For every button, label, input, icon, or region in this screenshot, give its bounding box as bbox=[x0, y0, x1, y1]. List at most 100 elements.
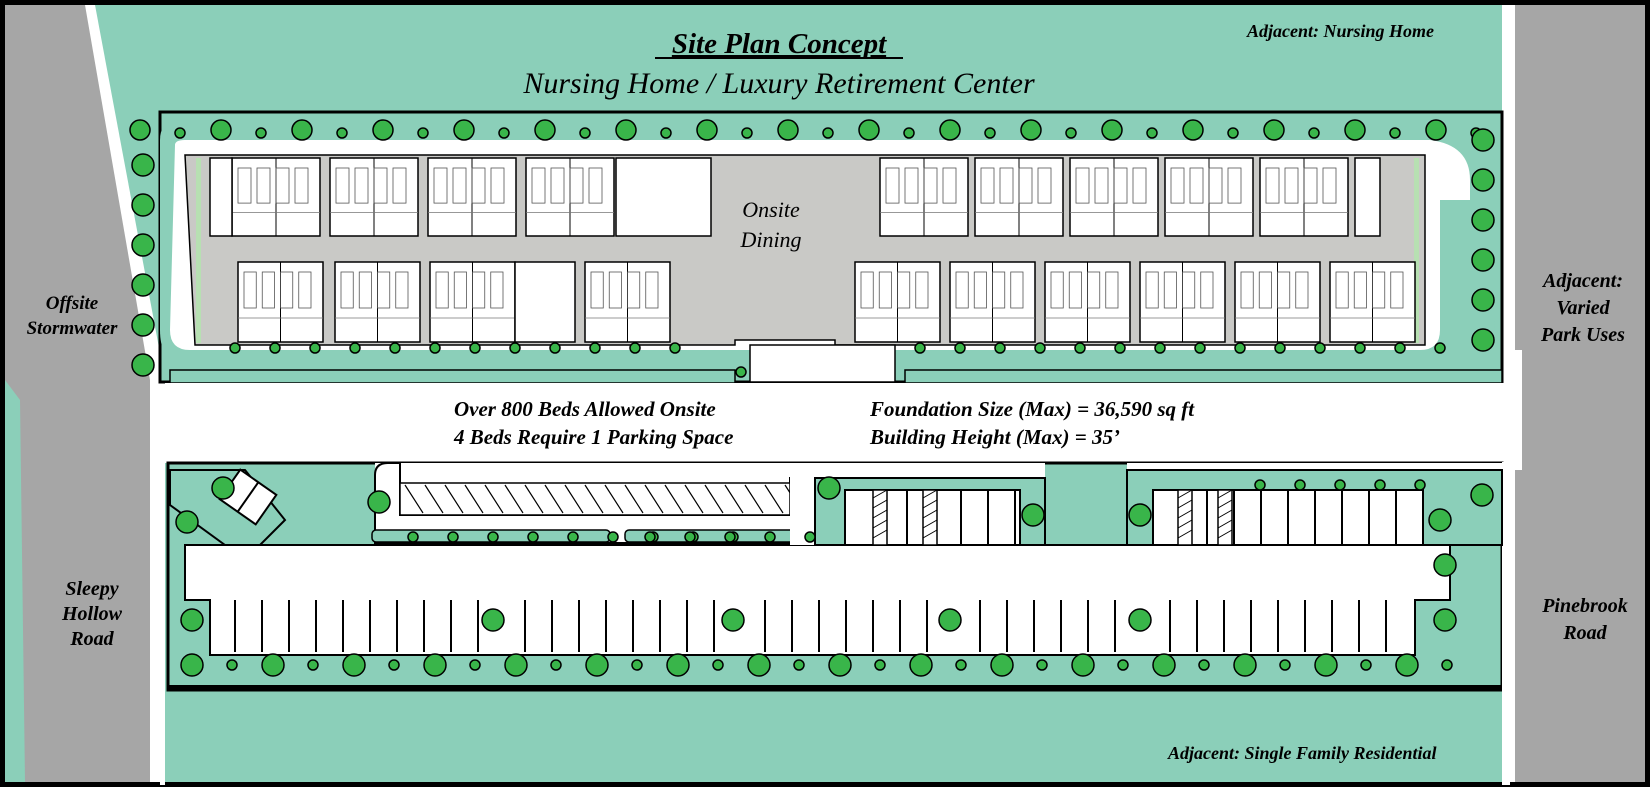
tree bbox=[1344, 119, 1366, 141]
tree bbox=[1128, 503, 1152, 527]
room-bed bbox=[354, 167, 369, 204]
tree bbox=[1414, 479, 1426, 491]
tree bbox=[180, 608, 204, 632]
room-bed bbox=[1258, 271, 1272, 309]
tree bbox=[1428, 508, 1452, 532]
tree bbox=[1234, 342, 1246, 354]
tree bbox=[741, 127, 753, 139]
tree bbox=[712, 659, 724, 671]
hatch-line bbox=[604, 484, 624, 514]
room-bed bbox=[256, 167, 271, 204]
room-bed bbox=[915, 271, 929, 309]
tree bbox=[1394, 342, 1406, 354]
tree bbox=[585, 653, 609, 677]
tree bbox=[669, 342, 681, 354]
tree bbox=[1128, 608, 1152, 632]
adjacent-east-label-1: Adjacent: bbox=[1541, 270, 1623, 292]
accessible-hatch bbox=[872, 529, 888, 539]
room-bed bbox=[1189, 167, 1204, 204]
main-drive bbox=[165, 383, 1510, 463]
tree bbox=[1434, 342, 1446, 354]
tree bbox=[990, 653, 1014, 677]
tree bbox=[817, 476, 841, 500]
tree bbox=[226, 659, 238, 671]
tree bbox=[1034, 342, 1046, 354]
room-bed bbox=[550, 167, 565, 204]
room-bed bbox=[904, 167, 919, 204]
tree bbox=[487, 531, 499, 543]
room-bed bbox=[358, 271, 372, 309]
room-bed bbox=[280, 271, 294, 309]
room-module bbox=[949, 261, 1036, 343]
room-bed bbox=[261, 271, 275, 309]
tree bbox=[1314, 653, 1338, 677]
room-bed bbox=[1145, 271, 1159, 309]
accessible-hatch bbox=[922, 519, 938, 529]
tree bbox=[210, 119, 232, 141]
room-module bbox=[329, 157, 419, 237]
room-bed bbox=[1240, 271, 1254, 309]
tree bbox=[498, 127, 510, 139]
tree bbox=[1471, 288, 1495, 312]
tree bbox=[1117, 659, 1129, 671]
tree bbox=[1471, 328, 1495, 352]
tree bbox=[180, 653, 204, 677]
tree bbox=[1308, 127, 1320, 139]
accessible-hatch bbox=[922, 489, 938, 499]
foundation-note: Foundation Size (Max) = 36,590 sq ft bbox=[869, 397, 1195, 421]
tree bbox=[372, 119, 394, 141]
tree bbox=[1071, 653, 1095, 677]
tree bbox=[1360, 659, 1372, 671]
room-bed bbox=[1010, 271, 1024, 309]
tree bbox=[307, 659, 319, 671]
hatch-line bbox=[524, 484, 544, 514]
hatch-line bbox=[404, 484, 424, 514]
room-bed bbox=[645, 271, 659, 309]
room-bed bbox=[992, 271, 1006, 309]
adjacent-east-label-2: Varied bbox=[1556, 297, 1610, 319]
tree bbox=[1314, 342, 1326, 354]
building-west-strip bbox=[196, 158, 201, 343]
tree bbox=[607, 531, 619, 543]
tree bbox=[1233, 653, 1257, 677]
room-bed bbox=[340, 271, 354, 309]
page-title: Site Plan Concept bbox=[672, 28, 887, 60]
room-module bbox=[334, 261, 421, 343]
room-bed bbox=[298, 271, 312, 309]
hatch-line bbox=[424, 484, 444, 514]
accessible-hatch bbox=[1217, 489, 1233, 499]
hatch-line bbox=[544, 484, 564, 514]
room-bed bbox=[452, 167, 467, 204]
accessible-hatch bbox=[872, 489, 888, 499]
tree bbox=[342, 653, 366, 677]
parking-note: 4 Beds Require 1 Parking Space bbox=[453, 425, 733, 449]
accessible-hatch bbox=[1217, 529, 1233, 539]
parking-stalls bbox=[234, 489, 1397, 652]
south-west-edge bbox=[160, 462, 165, 785]
accessible-hatch bbox=[872, 519, 888, 529]
tree bbox=[579, 127, 591, 139]
room-bed bbox=[471, 167, 486, 204]
south-lot-edge bbox=[168, 685, 1502, 691]
accessible-hatch bbox=[1177, 529, 1193, 539]
room-bed bbox=[1335, 271, 1349, 309]
tree bbox=[550, 659, 562, 671]
room-bed bbox=[472, 271, 486, 309]
parking-aisle bbox=[184, 544, 1451, 656]
room-bed bbox=[1087, 271, 1101, 309]
tree bbox=[1395, 653, 1419, 677]
room-bed bbox=[569, 167, 584, 204]
room-bed bbox=[237, 167, 252, 204]
room-bed bbox=[608, 271, 622, 309]
tree bbox=[129, 119, 151, 141]
room-module bbox=[427, 157, 517, 237]
tree bbox=[1354, 342, 1366, 354]
room-bed bbox=[1200, 271, 1214, 309]
tree bbox=[1294, 479, 1306, 491]
room-module bbox=[231, 157, 321, 237]
south-east-edge bbox=[1502, 462, 1510, 785]
tree bbox=[994, 342, 1006, 354]
tree bbox=[721, 608, 745, 632]
tree bbox=[1263, 119, 1285, 141]
hatch-line bbox=[444, 484, 464, 514]
